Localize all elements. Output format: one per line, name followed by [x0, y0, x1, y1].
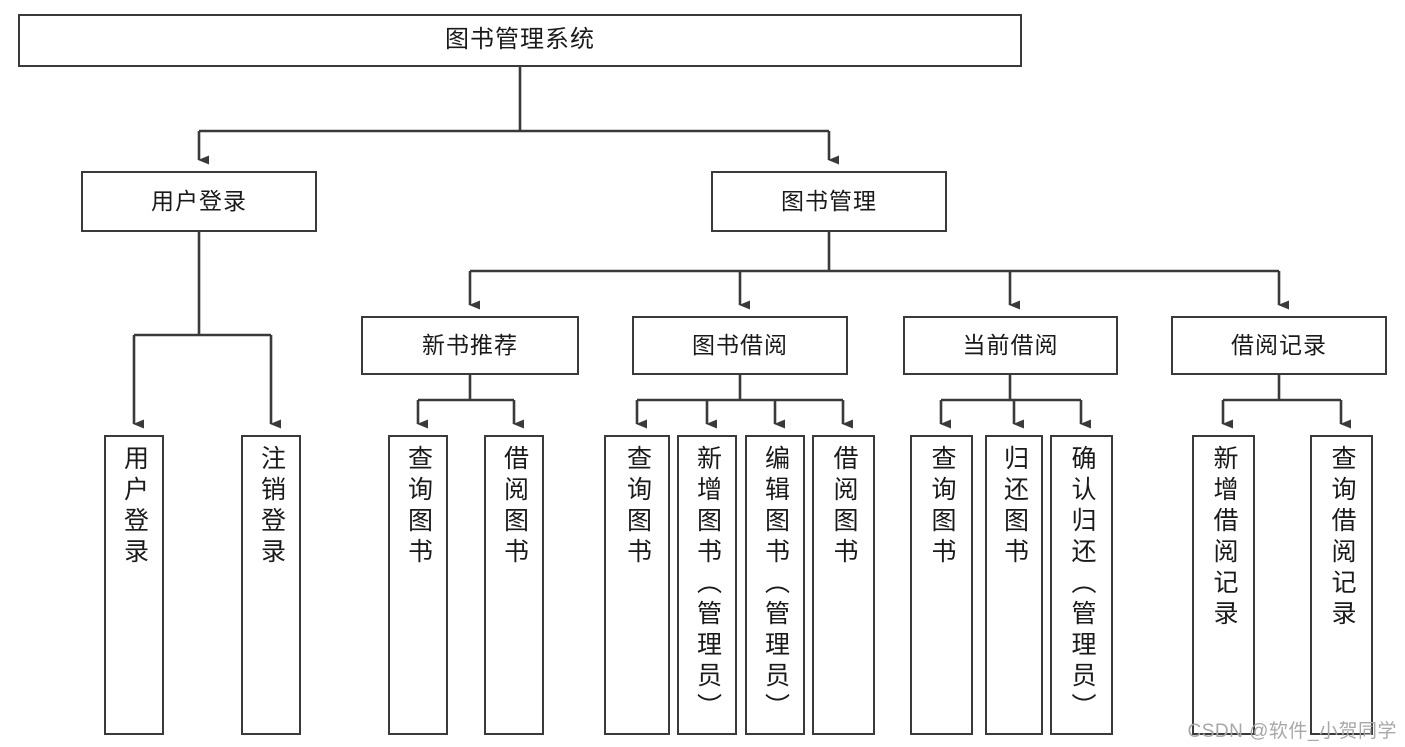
node-new-book-recommend[interactable]: 新书推荐: [361, 316, 579, 375]
node-leaf-query-book-borrow[interactable]: 查询图书: [604, 435, 670, 735]
node-leaf-user-logout[interactable]: 注销登录: [241, 435, 301, 735]
node-user-login[interactable]: 用户登录: [81, 171, 317, 232]
node-label: 注销登录: [257, 445, 286, 569]
node-label: 编辑图书（管理员）: [761, 445, 790, 724]
node-label: 查询图书: [404, 445, 433, 569]
node-leaf-query-borrow-record[interactable]: 查询借阅记录: [1310, 435, 1373, 735]
node-book-manage[interactable]: 图书管理: [711, 171, 947, 232]
node-borrow-record[interactable]: 借阅记录: [1171, 316, 1387, 375]
node-leaf-borrow-book[interactable]: 借阅图书: [812, 435, 875, 735]
node-leaf-user-login[interactable]: 用户登录: [104, 435, 164, 735]
node-label: 新增图书（管理员）: [693, 445, 722, 724]
node-label: 借阅记录: [1231, 331, 1327, 358]
node-book-borrow[interactable]: 图书借阅: [632, 316, 848, 375]
node-label: 图书管理系统: [445, 26, 595, 54]
node-leaf-borrow-book-recommend[interactable]: 借阅图书: [484, 435, 544, 735]
node-label: 图书管理: [781, 187, 877, 214]
node-label: 用户登录: [151, 187, 247, 214]
node-label: 借阅图书: [500, 445, 529, 569]
node-label: 当前借阅: [962, 331, 1059, 358]
node-label: 新增借阅记录: [1210, 445, 1238, 631]
node-label: 归还图书: [1000, 445, 1029, 569]
node-label: 新书推荐: [422, 331, 518, 358]
node-root-system[interactable]: 图书管理系统: [18, 14, 1022, 67]
node-label: 用户登录: [120, 445, 149, 569]
node-leaf-add-borrow-record[interactable]: 新增借阅记录: [1192, 435, 1255, 735]
node-leaf-confirm-return[interactable]: 确认归还（管理员）: [1050, 435, 1113, 735]
node-leaf-query-book-current[interactable]: 查询图书: [910, 435, 973, 735]
node-label: 借阅图书: [830, 445, 858, 569]
node-leaf-add-book[interactable]: 新增图书（管理员）: [677, 435, 737, 735]
node-leaf-query-book-recommend[interactable]: 查询图书: [388, 435, 448, 735]
node-label: 查询图书: [928, 445, 956, 569]
node-current-borrow[interactable]: 当前借阅: [903, 316, 1118, 375]
node-label: 查询借阅记录: [1328, 445, 1356, 631]
node-label: 查询图书: [623, 445, 652, 569]
node-leaf-return-book[interactable]: 归还图书: [985, 435, 1043, 735]
node-label: 确认归还（管理员）: [1068, 445, 1096, 724]
node-label: 图书借阅: [692, 331, 788, 358]
watermark-text: CSDN @软件_小贺同学: [1187, 721, 1397, 742]
node-leaf-edit-book[interactable]: 编辑图书（管理员）: [745, 435, 805, 735]
